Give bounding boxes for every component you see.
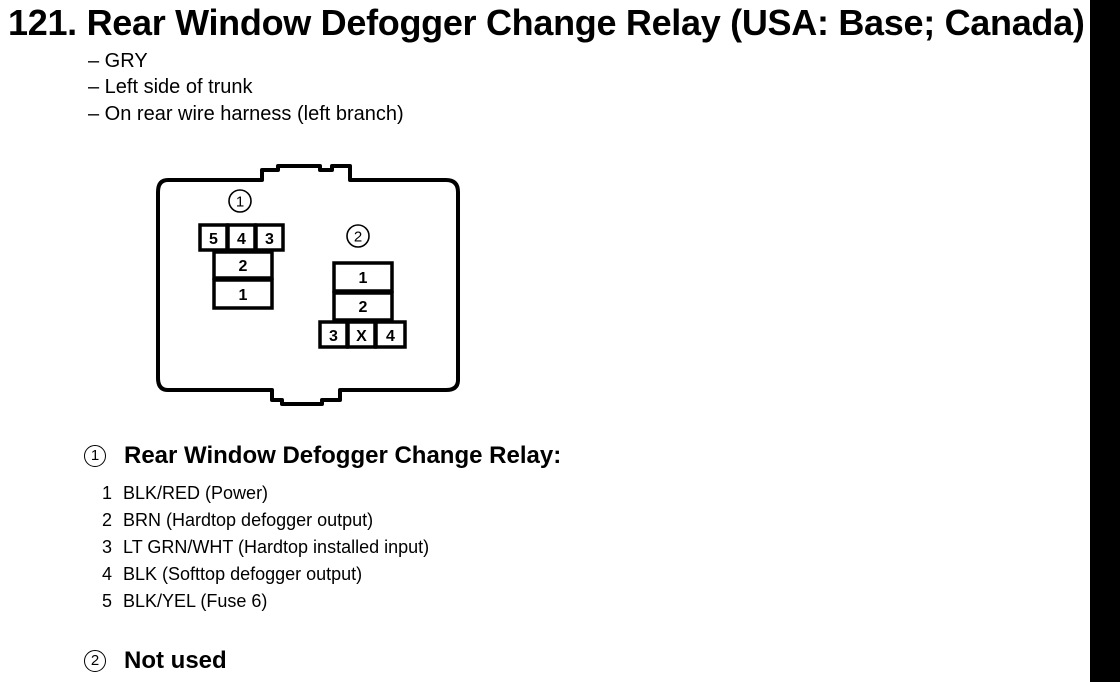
connector-1-marker: [228, 189, 252, 213]
list-item: 2 BRN (Hardtop defogger output): [102, 507, 429, 534]
pin-label: 4: [386, 328, 395, 345]
section-2-marker: 2: [84, 650, 106, 672]
pin-cell: [212, 278, 274, 310]
list-item: 1 BLK/RED (Power): [102, 480, 429, 507]
section-1-heading: 1 Rear Window Defogger Change Relay:: [84, 442, 561, 470]
pin-list: 1 BLK/RED (Power) 2 BRN (Hardtop defogge…: [102, 480, 429, 615]
pin-cell: [332, 291, 394, 322]
pin-number: 2: [102, 510, 113, 530]
pin-label: 1: [239, 287, 248, 304]
pin-cell: [374, 320, 407, 349]
list-item: 5 BLK/YEL (Fuse 6): [102, 588, 429, 615]
relay-housing-outline: [156, 164, 460, 406]
pin-description: BLK (Softtop defogger output): [123, 564, 363, 584]
info-color: – GRY: [88, 50, 148, 72]
pin-label: 1: [359, 270, 368, 287]
connector-1: 1 5 4 3 2 1: [198, 189, 285, 310]
pin-label: 3: [265, 231, 274, 248]
pin-description: BLK/YEL (Fuse 6): [123, 591, 268, 611]
connector-2-marker: [346, 224, 370, 248]
list-item: 3 LT GRN/WHT (Hardtop installed input): [102, 534, 429, 561]
pin-cell: [198, 223, 229, 252]
connector-2-marker-label: 2: [354, 229, 362, 246]
pin-label: 4: [237, 231, 246, 248]
section-2-heading: 2 Not used: [84, 647, 227, 675]
pin-label: X: [356, 328, 367, 345]
pin-number: 3: [102, 537, 113, 557]
connector-1-marker-label: 1: [236, 194, 244, 211]
pin-number: 1: [102, 483, 113, 503]
page-edge-bar: [1090, 0, 1120, 682]
section-2-title: Not used: [124, 647, 227, 674]
pin-cell: [212, 250, 274, 280]
pin-description: BRN (Hardtop defogger output): [123, 510, 374, 530]
section-1-title: Rear Window Defogger Change Relay:: [124, 442, 562, 469]
pin-description: LT GRN/WHT (Hardtop installed input): [123, 537, 430, 557]
pin-label: 2: [239, 258, 248, 275]
section-1-marker: 1: [84, 445, 106, 467]
connector-2: 2 1 2 3 X 4: [318, 224, 407, 349]
pin-label: 5: [209, 231, 218, 248]
pin-description: BLK/RED (Power): [123, 483, 269, 503]
connector-diagram: 1 5 4 3 2 1 2 1 2 3 X 4: [156, 164, 460, 406]
pin-cell: [332, 261, 394, 293]
pin-number: 5: [102, 591, 113, 611]
info-harness: – On rear wire harness (left branch): [88, 103, 404, 125]
pin-label: 3: [329, 328, 338, 345]
pin-cell: [254, 223, 285, 252]
pin-number: 4: [102, 564, 113, 584]
page-title: 121. Rear Window Defogger Change Relay (…: [8, 2, 1085, 43]
pin-label: 2: [359, 299, 368, 316]
list-item: 4 BLK (Softtop defogger output): [102, 561, 429, 588]
info-location: – Left side of trunk: [88, 76, 253, 98]
